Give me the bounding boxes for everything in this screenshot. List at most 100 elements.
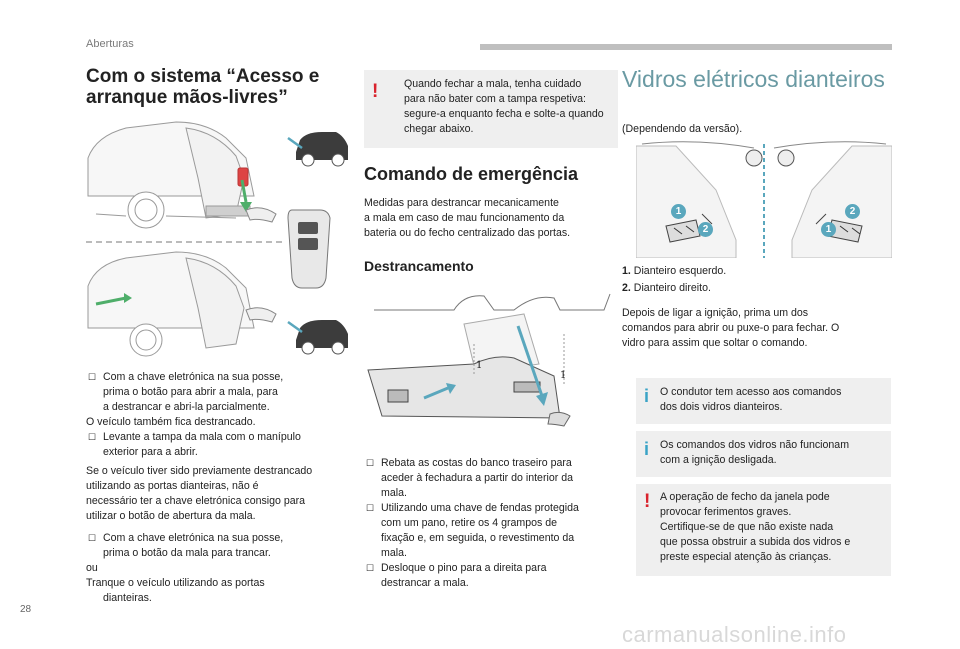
left-text-block: ☐ Com a chave eletrónica na sua posse, p… (86, 370, 356, 606)
warn-line4: chegar abaixo. (404, 123, 474, 135)
line-unlocked: O veículo também fica destrancado. (86, 416, 256, 428)
warn-line3: segure-a enquanto fecha e solte-a quando (404, 108, 604, 120)
window-paragraph: Depois de ligar a ignição, prima um dos … (622, 306, 892, 351)
mb1-line3: mala. (381, 487, 407, 499)
badge-1-left: 1 (671, 204, 686, 219)
left-bullet-2: ☐ Levante a tampa da mala com o manípulo… (86, 430, 356, 460)
info-note-2: i Os comandos dos vidros não funcionam c… (636, 431, 891, 477)
emergency-line3: bateria ou do fecho centralizado das por… (364, 227, 571, 239)
middle-bullet-1: ☐ Rebata as costas do banco traseiro par… (364, 456, 619, 501)
emergency-text: Medidas para destrancar mecanicamente a … (364, 196, 619, 241)
mb3-line2: destrancar a mala. (381, 577, 469, 589)
section-title: Aberturas (86, 38, 134, 50)
trunk-warning-note: ! Quando fechar a mala, tenha cuidado pa… (364, 70, 618, 148)
left-bullet2-line2: exterior para a abrir. (103, 446, 198, 458)
left-para-line2: utilizando as portas dianteiras, não é (86, 480, 259, 492)
rpara-line1: Depois de ligar a ignição, prima um dos (622, 307, 809, 319)
version-note: (Dependendo da versão). (622, 123, 743, 135)
unlock-title: Destrancamento (364, 258, 474, 274)
arrow-bullet-icon: ☐ (88, 372, 97, 382)
info-icon: i (644, 439, 650, 459)
watermark: carmanualsonline.info (622, 622, 847, 647)
left-bullet3-line2: prima o botão da mala para trancar. (103, 547, 271, 559)
trunk-lining-illustration: 1 1 (367, 293, 611, 427)
mb1-line1: Rebata as costas do banco traseiro para (381, 457, 572, 469)
page-number: 28 (20, 604, 32, 615)
arrow-bullet-icon: ☐ (366, 563, 375, 573)
info2-line2: com a ignição desligada. (660, 454, 777, 466)
item2-label: Dianteiro direito. (633, 282, 711, 294)
arrow-bullet-icon: ☐ (366, 458, 375, 468)
mb2-line2: com um pano, retire os 4 grampos de (381, 517, 558, 529)
left-title-line2: arranque mãos-livres” (86, 87, 288, 108)
mb2-line3: fixação e, em seguida, o revestimento da (381, 532, 575, 544)
rwarn-line4: que possa obstruir a subida dos vidros e (660, 536, 851, 548)
warn-line1: Quando fechar a mala, tenha cuidado (404, 78, 582, 90)
item-2: 2. Dianteiro direito. (622, 281, 726, 296)
item2-num: 2. (622, 282, 631, 294)
rwarn-line1: A operação de fecho da janela pode (660, 491, 830, 503)
info1-line1: O condutor tem acesso aos comandos (660, 386, 842, 398)
header-bar (480, 44, 892, 50)
left-paragraph: Se o veículo tiver sido previamente dest… (86, 464, 356, 524)
fig-label-1a: 1 (476, 360, 482, 371)
left-para-line3: necessário ter a chave eletrónica consig… (86, 495, 306, 507)
badge-2-left: 2 (698, 222, 713, 237)
arrow-bullet-icon: ☐ (366, 503, 375, 513)
item-1: 1. Dianteiro esquerdo. (622, 264, 726, 279)
key-fob-icon (287, 209, 331, 289)
window-title: Vidros elétricos dianteiros (622, 66, 885, 92)
info1-line2: dos dois vidros dianteiros. (660, 401, 783, 413)
middle-bullet-3: ☐ Desloque o pino para a direita para de… (364, 561, 619, 591)
lock-line2: dianteiras. (103, 592, 152, 604)
warn-line2: para não bater com a tampa respetiva: (404, 93, 586, 105)
left-bullet-3: ☐ Com a chave eletrónica na sua posse, p… (86, 531, 356, 561)
left-title-line1: Com o sistema “Acesso e (86, 66, 320, 87)
window-items: 1. Dianteiro esquerdo. 2. Dianteiro dire… (622, 264, 726, 296)
badge-1-right: 1 (821, 222, 836, 237)
left-title: Com o sistema “Acesso e arranque mãos-li… (86, 66, 346, 108)
mb1-line2: aceder à fechadura a partir do interior … (381, 472, 573, 484)
ou-text: ou (86, 562, 98, 574)
emergency-line1: Medidas para destrancar mecanicamente (364, 197, 559, 209)
badge-2-right: 2 (845, 204, 860, 219)
middle-bullet-2: ☐ Utilizando uma chave de fendas protegi… (364, 501, 619, 561)
car-icon-bottom (287, 320, 348, 355)
mb2-line1: Utilizando uma chave de fendas protegida (381, 502, 579, 514)
left-bullet1-line3: a destrancar e abri-la parcialmente. (103, 401, 270, 413)
left-bullet3-line1: Com a chave eletrónica na sua posse, (103, 532, 284, 544)
middle-bullets: ☐ Rebata as costas do banco traseiro par… (364, 456, 619, 591)
emergency-title: Comando de emergência (364, 164, 579, 184)
left-bullet1-line2: prima o botão para abrir a mala, para (103, 386, 278, 398)
left-para-line4: utilizar o botão de abertura da mala. (86, 510, 256, 522)
item1-num: 1. (622, 265, 631, 277)
exclamation-icon: ! (644, 491, 651, 512)
car-lower (87, 251, 255, 357)
exclamation-icon: ! (372, 81, 379, 102)
emergency-line2: a mala em caso de mau funcionamento da (364, 212, 565, 224)
car-icon-top (287, 132, 348, 167)
rwarn-line2: provocar ferimentos graves. (660, 506, 792, 518)
arrow-bullet-icon: ☐ (88, 533, 97, 543)
left-bullet-1: ☐ Com a chave eletrónica na sua posse, p… (86, 370, 356, 415)
rwarn-line5: preste especial atenção às crianças. (660, 551, 832, 563)
window-switch-illustration (636, 141, 892, 258)
rpara-line3: vidro para assim que soltar o comando. (622, 337, 808, 349)
mb2-line4: mala. (381, 547, 407, 559)
window-warning-note: ! A operação de fecho da janela pode pro… (636, 484, 891, 576)
rwarn-line3: Certifique-se de que não existe nada (660, 521, 834, 533)
trunk-opening-illustration (86, 121, 348, 357)
mb3-line1: Desloque o pino para a direita para (381, 562, 547, 574)
item1-label: Dianteiro esquerdo. (633, 265, 727, 277)
lock-line1: Tranque o veículo utilizando as portas (86, 577, 265, 589)
info-note-1: i O condutor tem acesso aos comandos dos… (636, 378, 891, 424)
info-icon: i (644, 386, 650, 406)
arrow-bullet-icon: ☐ (88, 432, 97, 442)
left-bullet2-line1: Levante a tampa da mala com o manípulo (103, 431, 301, 443)
left-para-line1: Se o veículo tiver sido previamente dest… (86, 465, 313, 477)
fig-label-1b: 1 (560, 370, 566, 381)
rpara-line2: comandos para abrir ou puxe-o para fecha… (622, 322, 840, 334)
car-upper (87, 121, 255, 229)
left-bullet1-line1: Com a chave eletrónica na sua posse, (103, 371, 284, 383)
info2-line1: Os comandos dos vidros não funcionam (660, 439, 850, 451)
